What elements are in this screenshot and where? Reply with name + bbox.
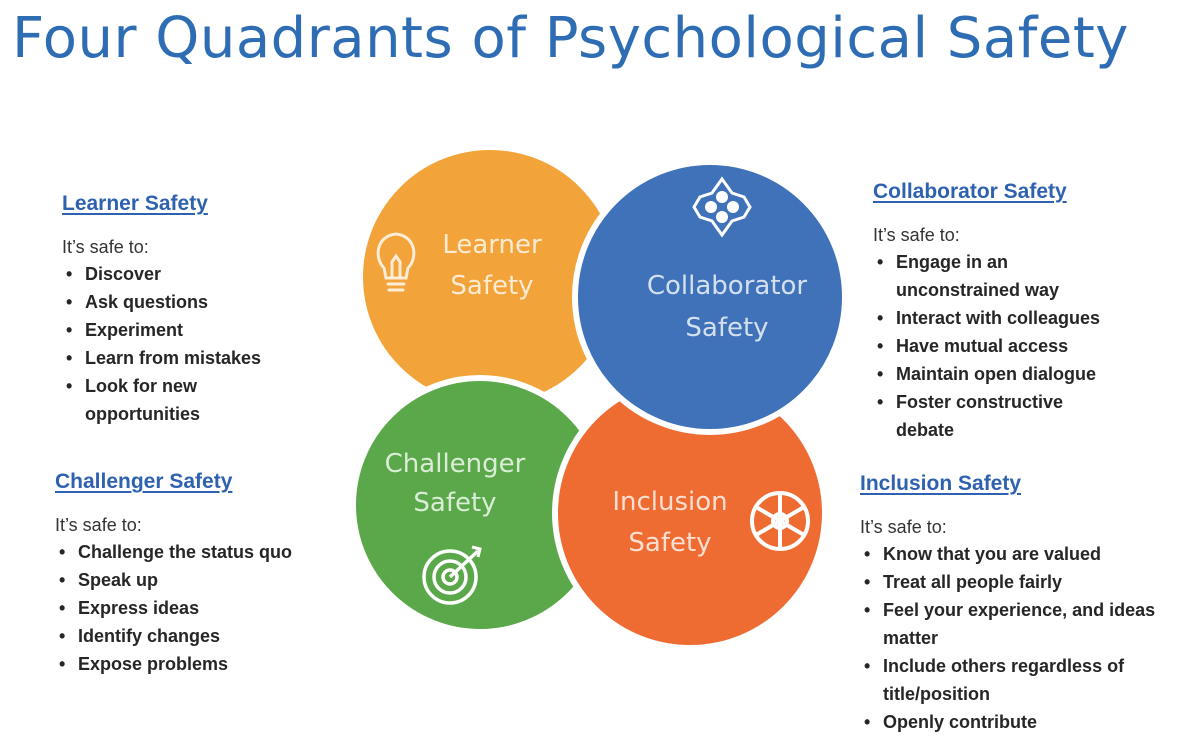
inclusion-safety-heading: Inclusion Safety	[860, 472, 1022, 495]
page-title: Four Quadrants of Psychological Safety	[12, 6, 1129, 71]
list-item: Challenge the status quo	[55, 538, 355, 566]
team-network-icon	[692, 176, 752, 238]
list-item: Ask questions	[62, 288, 342, 316]
list-item: Openly contribute	[860, 708, 1196, 736]
collaborator-safety-panel: Collaborator Safety It’s safe to: Engage…	[873, 180, 1173, 444]
learner-safety-intro: It’s safe to:	[62, 237, 149, 257]
learner-label-line2: Safety	[450, 271, 533, 301]
list-item: Engage in an unconstrained way	[873, 248, 1086, 304]
list-item: Discover	[62, 260, 342, 288]
learner-label-line1: Learner	[442, 230, 542, 260]
collaborator-label-line2: Safety	[685, 313, 768, 343]
inclusion-safety-intro: It’s safe to:	[860, 517, 947, 537]
learner-safety-heading: Learner Safety	[62, 192, 208, 215]
list-item: Have mutual access	[873, 332, 1173, 360]
list-item: Experiment	[62, 316, 342, 344]
list-item: Express ideas	[55, 594, 355, 622]
list-item: Maintain open dialogue	[873, 360, 1173, 388]
challenger-safety-panel: Challenger Safety It’s safe to: Challeng…	[55, 470, 355, 678]
challenger-safety-list: Challenge the status quo Speak up Expres…	[55, 538, 355, 678]
list-item: Speak up	[55, 566, 355, 594]
list-item: Treat all people fairly	[860, 568, 1196, 596]
list-item: Look for new opportunities	[62, 372, 235, 428]
inclusion-label-line2: Safety	[628, 528, 711, 558]
collaborator-circle	[572, 159, 848, 435]
challenger-label-line1: Challenger	[385, 449, 526, 479]
list-item: Include others regardless of title/posit…	[860, 652, 1183, 708]
list-item: Interact with colleagues	[873, 304, 1173, 332]
challenger-safety-heading: Challenger Safety	[55, 470, 233, 493]
inclusion-safety-list: Know that you are valued Treat all peopl…	[860, 540, 1196, 736]
wheel-icon	[750, 491, 810, 551]
inclusion-safety-panel: Inclusion Safety It’s safe to: Know that…	[860, 472, 1196, 736]
inclusion-label-line1: Inclusion	[612, 487, 727, 517]
challenger-safety-intro: It’s safe to:	[55, 515, 142, 535]
collaborator-label-line1: Collaborator	[647, 271, 808, 301]
list-item: Foster constructive debate	[873, 388, 1096, 444]
collaborator-safety-list: Engage in an unconstrained way Interact …	[873, 248, 1173, 444]
collaborator-safety-heading: Collaborator Safety	[873, 180, 1067, 203]
target-icon	[422, 545, 482, 605]
list-item: Know that you are valued	[860, 540, 1196, 568]
learner-safety-panel: Learner Safety It’s safe to: Discover As…	[62, 192, 342, 428]
list-item: Feel your experience, and ideas matter	[860, 596, 1196, 652]
list-item: Learn from mistakes	[62, 344, 342, 372]
challenger-label-line2: Safety	[413, 488, 496, 518]
learner-safety-list: Discover Ask questions Experiment Learn …	[62, 260, 342, 428]
collaborator-safety-intro: It’s safe to:	[873, 225, 960, 245]
list-item: Expose problems	[55, 650, 355, 678]
lightbulb-icon	[376, 232, 416, 292]
list-item: Identify changes	[55, 622, 355, 650]
